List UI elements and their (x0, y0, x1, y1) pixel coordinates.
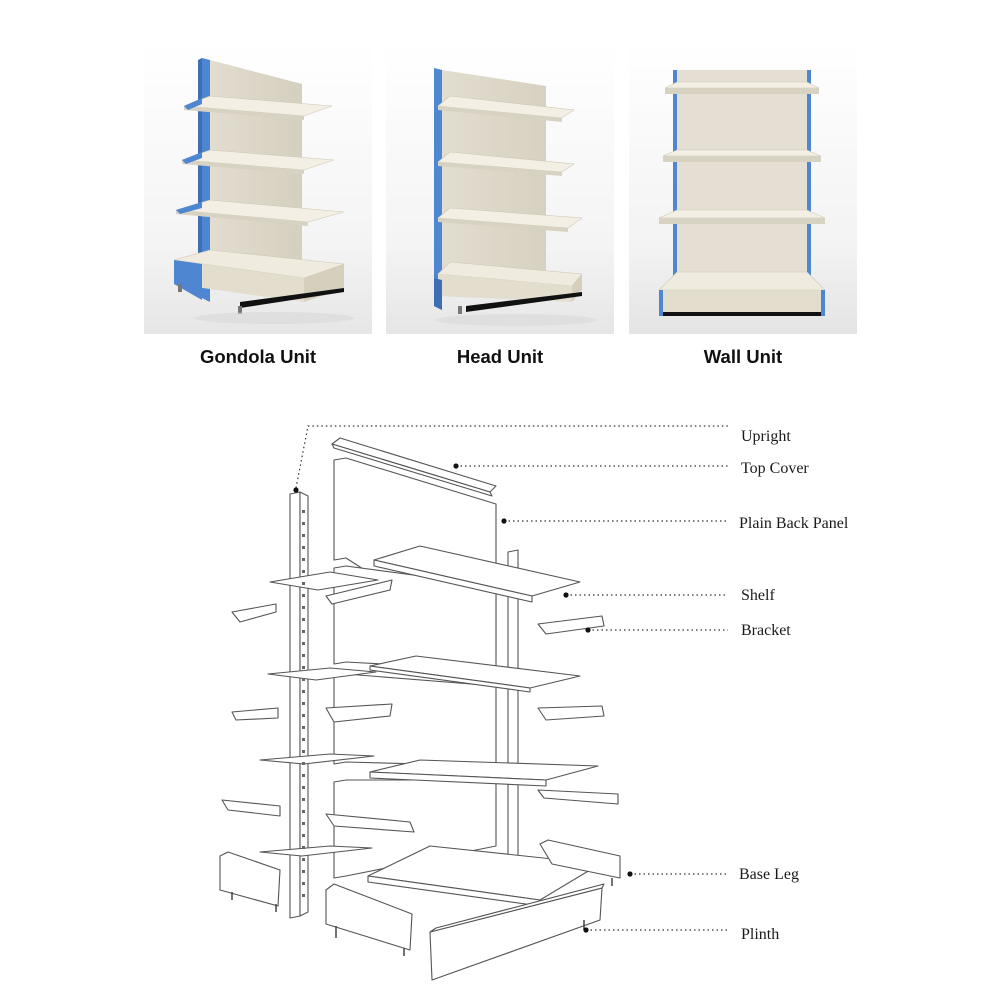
head-unit-caption: Head Unit (456, 346, 544, 367)
back-panel-lower (333, 673, 497, 767)
gondola-unit-illustration (144, 40, 372, 334)
head-unit-illustration (386, 40, 614, 334)
label-plinth: Plinth (741, 926, 780, 943)
label-bracket: Bracket (741, 622, 791, 639)
gondola-unit-photo (144, 40, 372, 334)
label-top-cover: Top Cover (741, 460, 809, 477)
wall-unit-photo (629, 40, 857, 334)
label-plain-back-panel: Plain Back Panel (739, 515, 849, 532)
label-upright: Upright (741, 428, 791, 445)
shelf-second (267, 655, 581, 693)
wall-unit-illustration (629, 40, 857, 334)
shelf-third (259, 753, 599, 787)
bracket-part (221, 579, 619, 833)
wall-unit-caption: Wall Unit (703, 346, 783, 367)
shelf-top (269, 545, 581, 603)
gondola-unit-caption: Gondola Unit (199, 346, 317, 367)
base-leg-part (219, 839, 621, 951)
exploded-shelving-diagram (219, 425, 728, 981)
head-unit-photo (386, 40, 614, 334)
top-cover-part (331, 437, 497, 497)
label-base-leg: Base Leg (739, 866, 799, 883)
shelf-base (259, 845, 601, 907)
label-shelf: Shelf (741, 587, 775, 604)
plinth-part (429, 883, 605, 981)
